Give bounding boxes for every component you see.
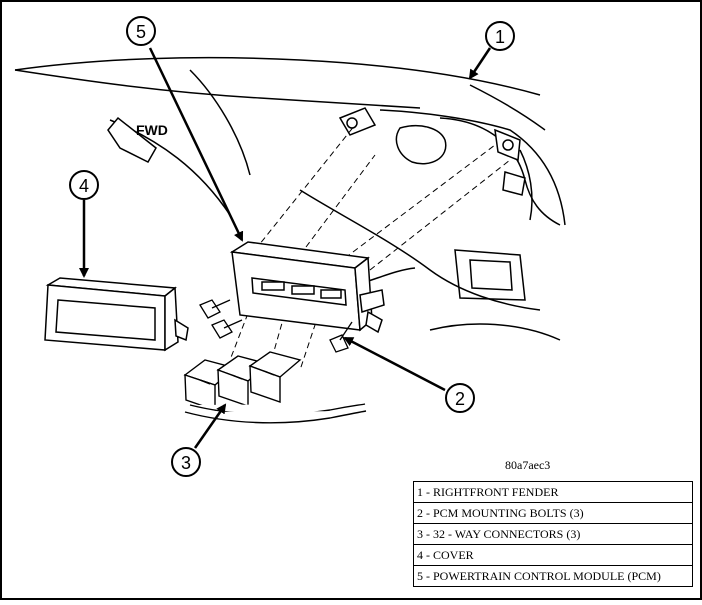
callout-3-number: 3 <box>181 453 191 473</box>
legend-item-3: 3 - 32 - WAY CONNECTORS (3) <box>413 523 693 545</box>
arrow-1 <box>468 47 492 80</box>
legend-item-1: 1 - RIGHTFRONT FENDER <box>413 481 693 503</box>
callout-5-number: 5 <box>136 22 146 42</box>
legend-row: 4 - COVER <box>413 544 693 566</box>
pcm-module <box>229 241 385 334</box>
arrow-2 <box>343 336 446 392</box>
figure-code: 80a7aec3 <box>505 458 551 472</box>
legend-row: 5 - POWERTRAIN CONTROL MODULE (PCM) <box>413 565 693 587</box>
fwd-label: FWD <box>136 122 168 138</box>
fwd-indicator: FWD <box>107 116 168 163</box>
fender <box>14 56 566 341</box>
cover <box>44 277 189 352</box>
legend-table: 1 - RIGHTFRONT FENDER 2 - PCM MOUNTING B… <box>413 481 693 587</box>
legend-item-4: 4 - COVER <box>413 544 693 566</box>
callout-4-number: 4 <box>79 176 89 196</box>
arrow-5 <box>148 47 244 242</box>
legend-row: 2 - PCM MOUNTING BOLTS (3) <box>413 502 693 524</box>
callout-5: 5 <box>126 16 156 46</box>
callout-1: 1 <box>485 21 515 51</box>
connectors <box>183 351 367 424</box>
legend-item-2: 2 - PCM MOUNTING BOLTS (3) <box>413 502 693 524</box>
legend-row: 1 - RIGHTFRONT FENDER <box>413 481 693 503</box>
callout-2-number: 2 <box>455 389 465 409</box>
callout-1-number: 1 <box>495 27 505 47</box>
callout-2: 2 <box>445 383 475 413</box>
legend-row: 3 - 32 - WAY CONNECTORS (3) <box>413 523 693 545</box>
legend-item-5: 5 - POWERTRAIN CONTROL MODULE (PCM) <box>413 565 693 587</box>
mounting-bracket <box>338 107 526 196</box>
leader-arrows <box>79 47 492 449</box>
mounting-bolts <box>199 299 353 353</box>
callout-3: 3 <box>171 447 201 477</box>
callout-4: 4 <box>69 170 99 200</box>
arrow-3 <box>193 403 227 449</box>
